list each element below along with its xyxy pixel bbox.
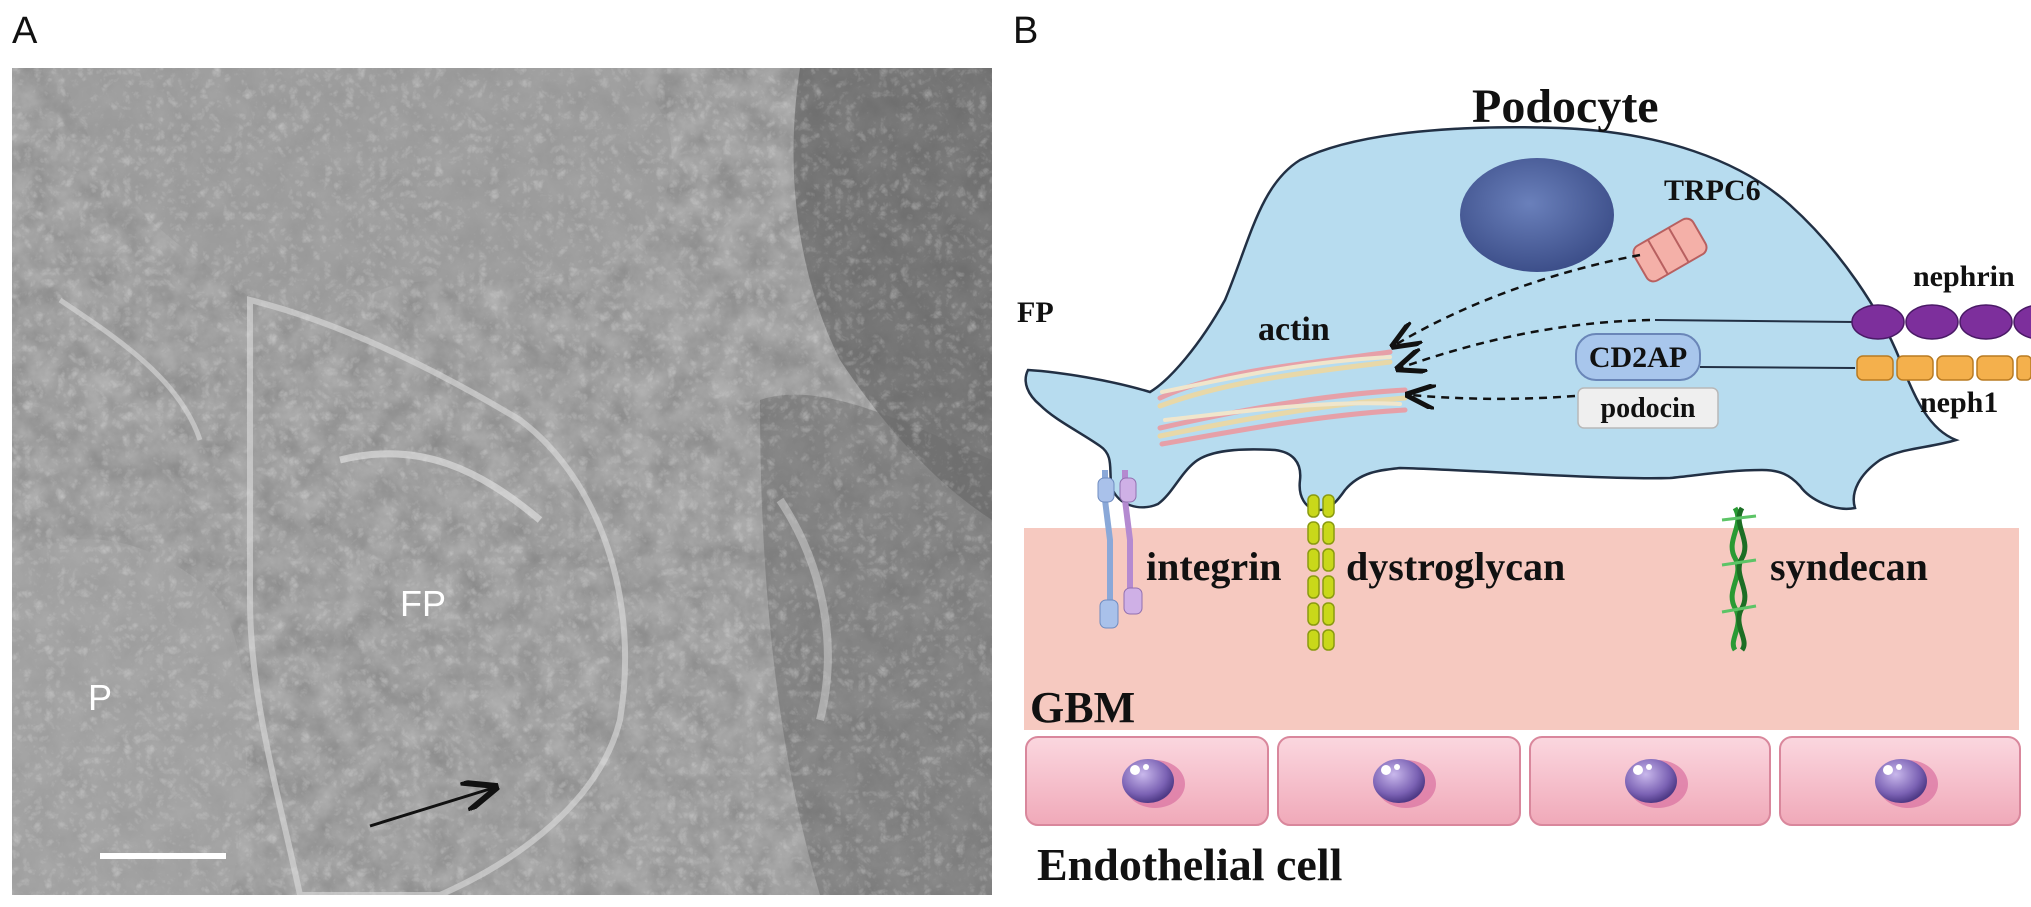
fp-label: FP [1017,296,1054,329]
endothelial-layer [1026,737,2020,825]
endothelial-cell [1278,737,1520,825]
neph1-label: neph1 [1920,386,1998,419]
nephrin-chain [1852,305,2031,339]
cd2ap-label: CD2AP [1589,341,1687,374]
podocyte-title: Podocyte [1472,80,1659,133]
sem-label-fp: FP [400,583,446,624]
sem-label-p: P [88,677,112,718]
integrin-label: integrin [1146,544,1282,589]
trpc6-label: TRPC6 [1664,174,1761,207]
endothelial-cell [1530,737,1770,825]
actin-label: actin [1258,311,1330,348]
gbm-label: GBM [1030,683,1135,732]
neph1-chain [1857,356,2031,380]
endothelial-label: Endothelial cell [1037,839,1342,890]
podocin-label: podocin [1601,393,1696,424]
endothelial-cell [1026,737,1268,825]
endothelial-cell [1780,737,2020,825]
syndecan-label: syndecan [1770,544,1928,589]
sem-micrograph [12,68,992,895]
nephrin-label: nephrin [1913,260,2015,293]
dystroglycan-label: dystroglycan [1346,544,1565,589]
podocyte-nucleus [1460,158,1614,272]
